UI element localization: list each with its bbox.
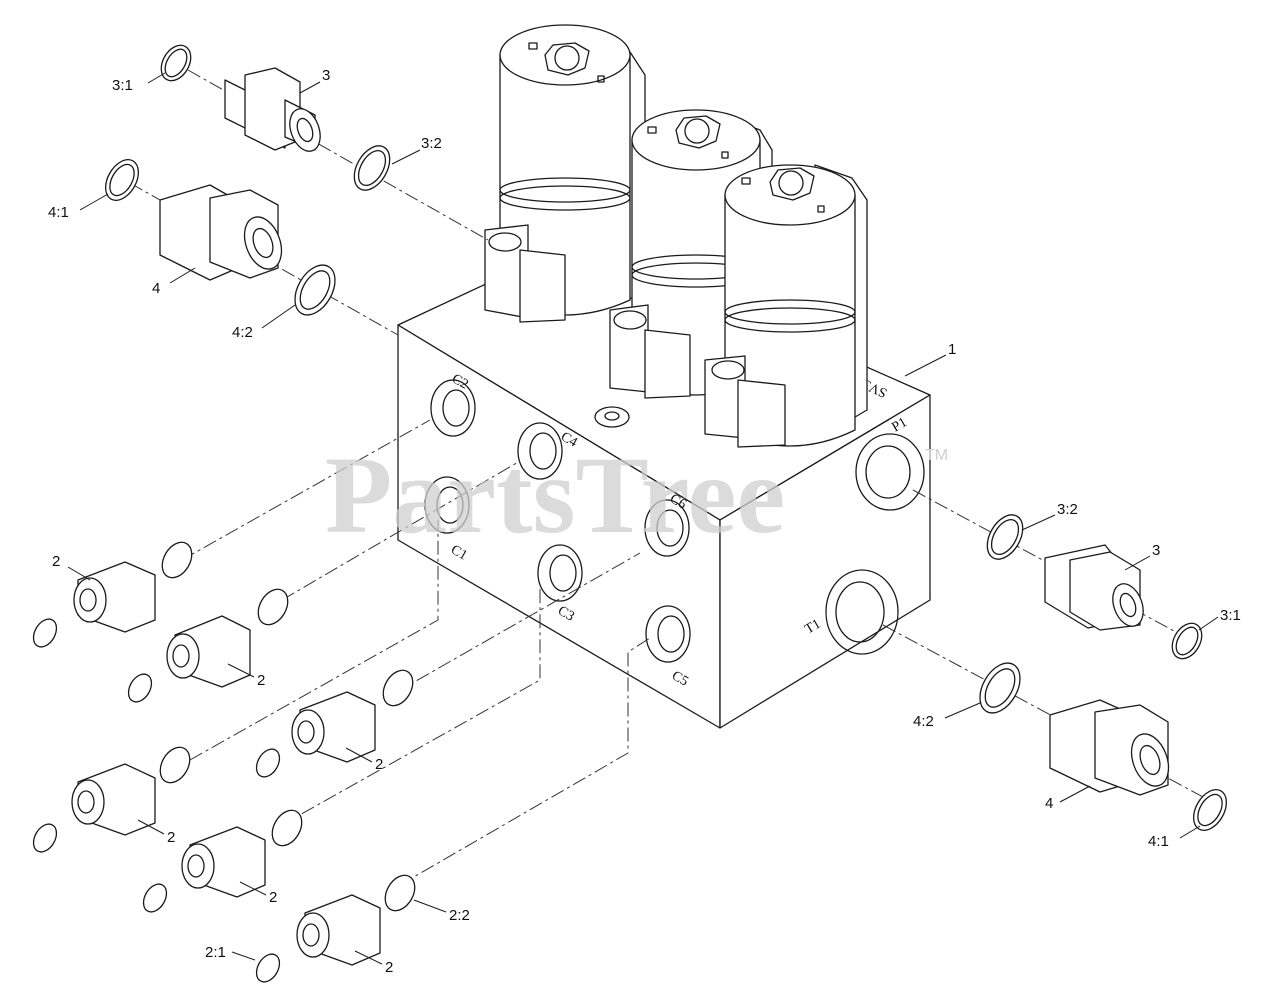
callout-3-2-right: 3:2	[1057, 501, 1078, 518]
port-c6	[644, 499, 690, 557]
callout-4-2-right: 4:2	[913, 713, 934, 730]
fitting-4-upper	[159, 184, 283, 281]
port-c4	[517, 422, 563, 480]
fitting-2-set-4	[32, 746, 191, 853]
callout-1: 1	[948, 341, 956, 358]
callout-2-2: 2:2	[449, 907, 470, 924]
fitting-2-set-2	[127, 588, 289, 703]
fitting-2-set-5	[142, 809, 303, 913]
oring-3-2-upper	[353, 145, 391, 191]
partstree-watermark: PartsTree	[325, 434, 785, 556]
port-label-c5: C5	[669, 668, 691, 689]
fitting-4-right	[1049, 699, 1170, 796]
port-c1	[424, 476, 470, 534]
fitting-2-set-6	[255, 874, 416, 983]
fitting-2-set-1	[32, 541, 193, 648]
callout-4-1-upper: 4:1	[48, 204, 69, 221]
trademark-symbol: TM	[925, 447, 948, 464]
port-label-c6: C6	[667, 491, 689, 512]
oring-4-2-right	[979, 662, 1021, 714]
oring-4-1-right	[1192, 789, 1228, 831]
callout-3-2-upper: 3:2	[421, 135, 442, 152]
callout-3-upper: 3	[322, 67, 330, 84]
callout-2-set-6: 2	[385, 959, 393, 976]
oring-3-1-upper	[160, 44, 192, 82]
fitting-3-upper	[224, 67, 321, 152]
fitting-2-set-3	[255, 669, 414, 778]
port-c2	[430, 379, 476, 437]
oring-3-2-right	[986, 514, 1024, 560]
callout-3-1-right: 3:1	[1220, 607, 1241, 624]
callout-2-set-3: 2	[375, 756, 383, 773]
port-c3	[537, 544, 583, 602]
leader-lines	[67, 72, 1219, 965]
callout-3-1-upper: 3:1	[112, 77, 133, 94]
oring-3-1-right	[1171, 622, 1203, 660]
manifold-ports	[424, 379, 925, 663]
callout-2-set-2: 2	[257, 672, 265, 689]
port-label-t1: T1	[803, 617, 824, 638]
solenoid-valve-3	[704, 164, 868, 448]
callout-4-2-upper: 4:2	[232, 324, 253, 341]
port-label-c1: C1	[448, 542, 470, 563]
port-label-p1: P1	[890, 415, 910, 435]
port-p1	[855, 433, 925, 511]
port-t1	[825, 569, 899, 655]
port-label-c4: C4	[558, 429, 580, 450]
fitting-3-right	[1044, 544, 1144, 631]
oring-4-2-upper	[294, 264, 336, 316]
solenoid-valve-1	[484, 24, 646, 323]
port-label-c3: C3	[555, 603, 577, 624]
callout-2-set-5: 2	[269, 889, 277, 906]
callout-4-right: 4	[1045, 795, 1053, 812]
callout-3-right: 3	[1152, 542, 1160, 559]
oring-4-1-upper	[104, 159, 140, 201]
callout-4-upper: 4	[152, 280, 160, 297]
callout-2-set-1: 2	[52, 553, 60, 570]
port-label-c2: C2	[449, 371, 471, 392]
top-plug	[594, 406, 630, 428]
callout-2-1: 2:1	[205, 944, 226, 961]
callout-2-set-4: 2	[167, 829, 175, 846]
port-c5	[645, 605, 691, 663]
callout-4-1-right: 4:1	[1148, 833, 1169, 850]
